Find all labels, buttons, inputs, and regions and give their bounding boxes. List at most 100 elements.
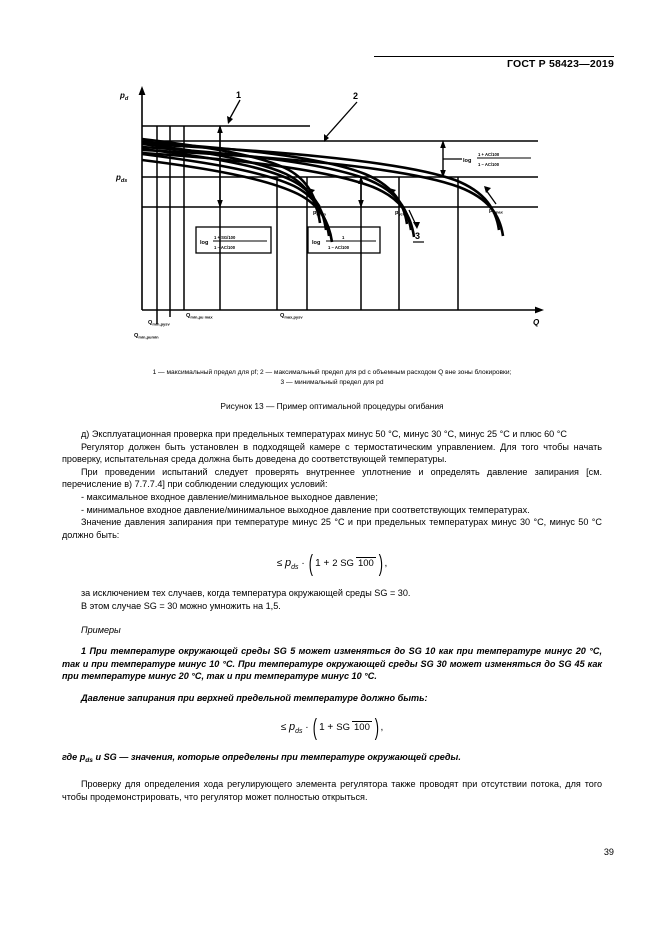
equation-1-tail: , bbox=[384, 558, 388, 570]
xtick-label-qmin-pumax: Qmin,pu max bbox=[186, 313, 213, 320]
arrow-right-up bbox=[440, 140, 446, 148]
equation-2-psub: ds bbox=[295, 727, 303, 735]
equation-2-dot: · bbox=[305, 721, 309, 733]
page-number: 39 bbox=[603, 847, 614, 857]
equation-2-p: p bbox=[288, 720, 296, 733]
callout-label-2: 2 bbox=[353, 91, 358, 101]
standard-header: ГОСТ Р 58423—2019 bbox=[506, 58, 614, 70]
equation-1-psub: ds bbox=[291, 564, 299, 572]
equation-1-one-plus: 1 + bbox=[315, 558, 330, 570]
arrow-mid-up bbox=[358, 176, 364, 184]
svg-text:1 + AC/100: 1 + AC/100 bbox=[478, 152, 500, 157]
gde-rest: и SG — значения, которые определены при … bbox=[92, 751, 461, 762]
bullet-item-1: - максимальное входное давление/минималь… bbox=[81, 491, 378, 502]
equation-1-numerator: 2 SG bbox=[332, 558, 354, 570]
equation-2-paren-close: ) bbox=[374, 713, 379, 740]
pumin-arrow bbox=[308, 188, 315, 195]
figure-notes: 1 — максимальный предел для pf; 2 — макс… bbox=[62, 368, 602, 388]
equation-1-dot: · bbox=[301, 558, 305, 570]
svg-text:1 – AC/100: 1 – AC/100 bbox=[214, 245, 236, 250]
pumax-leader bbox=[485, 189, 497, 205]
paragraph-value: Значение давления запирания при температ… bbox=[62, 517, 602, 540]
pumax-arrow bbox=[484, 186, 491, 193]
curve-label-pumax: pumax bbox=[489, 208, 504, 215]
formula-left: log 1 + SG/100 1 – AC/100 bbox=[195, 226, 272, 254]
pusv-leader bbox=[390, 191, 403, 207]
header-rule bbox=[374, 56, 614, 57]
xtick-label-qmin-pumin: Qmin,pumin bbox=[134, 333, 159, 340]
svg-text:log: log bbox=[312, 240, 321, 246]
example-pressure-line: Давление запирания при верхней предельно… bbox=[81, 693, 428, 704]
figure-note-line-2: 3 — минимальный предел для pd bbox=[280, 379, 384, 386]
equation-2-lead: ≤ bbox=[280, 721, 287, 733]
figure-svg: pd pds Q 1 2 3 pumin pусv pumax log 1 + … bbox=[115, 86, 544, 340]
paragraph-case: В этом случае SG = 30 можно умножить на … bbox=[81, 600, 281, 611]
arrow-left-up bbox=[217, 125, 223, 133]
curve-c2 bbox=[141, 148, 505, 237]
formula-right: log 1 + AC/100 1 – AC/100 bbox=[463, 152, 531, 167]
figure-note-line-1: 1 — максимальный предел для pf; 2 — макс… bbox=[152, 369, 512, 376]
gde-p-subscript: ds bbox=[85, 756, 93, 764]
xtick-label-qmin-pusv: Qmin,pуsv bbox=[148, 320, 170, 327]
equation-2-tail: , bbox=[380, 721, 384, 733]
equation-2-denominator: 100 bbox=[352, 720, 372, 733]
curve-a5 bbox=[141, 158, 334, 243]
callout-1-arrow bbox=[227, 116, 233, 124]
examples-title: Примеры bbox=[81, 624, 121, 635]
equation-1-p: p bbox=[285, 557, 292, 570]
curve-label-pusv: pусv bbox=[395, 210, 406, 217]
paragraph-d: д) Эксплуатационная проверка при предель… bbox=[81, 429, 567, 439]
svg-text:1 – AC/100: 1 – AC/100 bbox=[328, 245, 350, 250]
callout-3-arrow bbox=[413, 222, 420, 229]
figure-caption: Рисунок 13 — Пример оптимальной процедур… bbox=[220, 401, 444, 411]
formula-middle: log 1 1 – AC/100 bbox=[307, 226, 381, 254]
arrow-mid-down bbox=[358, 200, 364, 208]
svg-text:log: log bbox=[200, 240, 209, 246]
paragraph-regulator: Регулятор должен быть установлен в подхо… bbox=[62, 441, 602, 465]
body-text: д) Эксплуатационная проверка при предель… bbox=[62, 428, 602, 803]
svg-text:1: 1 bbox=[342, 235, 345, 240]
callout-2-arrow bbox=[324, 134, 329, 142]
equation-1-denominator: 100 bbox=[355, 557, 376, 570]
curve-b3 bbox=[141, 151, 416, 238]
curve-label-pumin: pumin bbox=[313, 210, 327, 217]
arrow-left-down bbox=[217, 200, 223, 208]
xtick-label-qmax-pusv: Qmax,pуsv bbox=[280, 313, 303, 320]
callout-2-leader bbox=[324, 101, 358, 139]
svg-text:log: log bbox=[463, 158, 472, 164]
equation-2-numerator: SG bbox=[336, 721, 350, 733]
gde-prefix: где bbox=[62, 751, 80, 762]
gde-definition-line: где pds и SG — значения, которые определ… bbox=[62, 751, 602, 768]
callout-label-3: 3 bbox=[415, 231, 420, 241]
y-axis-label-pds: pds bbox=[115, 173, 127, 184]
equation-1-paren-close: ) bbox=[378, 550, 383, 577]
equation-1-paren-open: ( bbox=[309, 550, 314, 577]
svg-text:1 – AC/100: 1 – AC/100 bbox=[478, 162, 500, 167]
figure-13: pd pds Q 1 2 3 pumin pусv pumax log 1 + … bbox=[110, 84, 550, 344]
paragraph-tests: При проведении испытаний следует проверя… bbox=[62, 466, 602, 490]
equation-2-paren-open: ( bbox=[313, 713, 318, 740]
svg-text:1 + SG/100: 1 + SG/100 bbox=[214, 235, 236, 240]
callout-1-leader bbox=[228, 99, 241, 121]
x-axis-label-q: Q bbox=[533, 318, 540, 327]
paragraph-final: Проверку для определения хода регулирующ… bbox=[62, 779, 602, 802]
arrow-right-down bbox=[440, 170, 446, 178]
bullet-item-2: - минимальное входное давление/минимальн… bbox=[81, 504, 530, 515]
y-axis-label-pd: pd bbox=[119, 91, 129, 102]
callout-label-1: 1 bbox=[236, 90, 241, 100]
pusv-arrow bbox=[389, 188, 396, 195]
pumin-leader bbox=[309, 191, 321, 207]
example-1: 1 При температуре окружающей среды SG 5 … bbox=[62, 646, 602, 682]
equation-1-lead: ≤ bbox=[276, 558, 283, 570]
gde-p-symbol: p bbox=[79, 751, 86, 762]
paragraph-except: за исключением тех случаев, когда темпер… bbox=[81, 588, 411, 599]
y-axis-arrow bbox=[138, 86, 146, 95]
equation-2-one-plus: 1 + bbox=[319, 721, 334, 733]
